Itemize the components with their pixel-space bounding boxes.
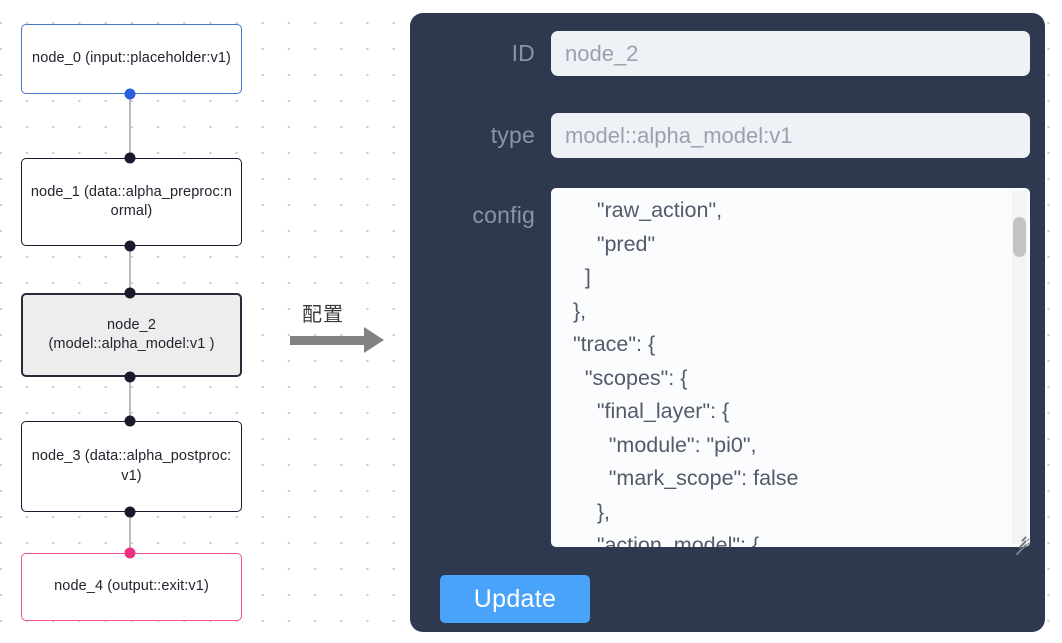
graph-node-node_2[interactable]: node_2 (model::alpha_model:v1 ) — [21, 293, 242, 377]
edge-node3-node4 — [129, 512, 131, 553]
id-input[interactable] — [551, 31, 1030, 76]
edge-node0-node1 — [129, 94, 131, 158]
node_2-input-port[interactable] — [124, 287, 136, 299]
node_4-input-port[interactable] — [124, 547, 136, 559]
node_3-input-port[interactable] — [124, 415, 136, 427]
transition-caption: 配置 — [302, 302, 344, 326]
config-field-label: config — [472, 202, 535, 228]
update-button[interactable]: Update — [440, 575, 590, 623]
node-inspector-panel: ID type config "raw_action", "pred" ] },… — [410, 13, 1045, 632]
graph-node-node_1[interactable]: node_1 (data::alpha_preproc:n ormal) — [21, 158, 242, 246]
node_3-output-port[interactable] — [124, 506, 136, 518]
graph-node-label: node_2 (model::alpha_model:v1 ) — [48, 316, 215, 353]
node_1-input-port[interactable] — [124, 152, 136, 164]
graph-node-node_4[interactable]: node_4 (output::exit:v1) — [21, 553, 242, 621]
node-graph-pane[interactable]: node_0 (input::placeholder:v1) node_1 (d… — [0, 0, 398, 643]
type-field-control — [551, 113, 1030, 158]
graph-node-node_0[interactable]: node_0 (input::placeholder:v1) — [21, 24, 242, 94]
arrow-head-icon — [364, 327, 384, 353]
config-field-control: "raw_action", "pred" ] }, "trace": { "sc… — [551, 188, 1030, 556]
type-field-row: type — [440, 113, 1030, 158]
graph-node-label: node_1 (data::alpha_preproc:n ormal) — [30, 183, 233, 220]
node_0-output-port[interactable] — [124, 88, 136, 100]
type-input[interactable] — [551, 113, 1030, 158]
id-field-row: ID — [440, 31, 1030, 76]
transition-annotation: 配置 — [288, 298, 396, 360]
resize-handle-icon[interactable] — [1008, 530, 1028, 556]
config-scrollbar-thumb[interactable] — [1013, 217, 1026, 257]
graph-node-label: node_0 (input::placeholder:v1) — [32, 50, 231, 67]
graph-node-label: node_3 (data::alpha_postproc: v1) — [31, 448, 232, 484]
config-scrollbar-track[interactable] — [1012, 191, 1027, 544]
graph-node-node_3[interactable]: node_3 (data::alpha_postproc: v1) — [21, 421, 242, 512]
node_1-output-port[interactable] — [124, 240, 136, 252]
graph-node-label: node_4 (output::exit:v1) — [54, 578, 209, 595]
edge-node1-node2 — [129, 246, 131, 296]
arrow-shaft-icon — [290, 336, 368, 345]
node_2-output-port[interactable] — [124, 371, 136, 383]
edge-node2-node3 — [129, 377, 131, 421]
config-field-row: config "raw_action", "pred" ] }, "trace"… — [440, 188, 1030, 556]
config-textarea[interactable]: "raw_action", "pred" ] }, "trace": { "sc… — [551, 188, 1030, 547]
type-field-label: type — [490, 122, 535, 148]
id-field-control — [551, 31, 1030, 76]
id-field-label: ID — [511, 40, 535, 66]
